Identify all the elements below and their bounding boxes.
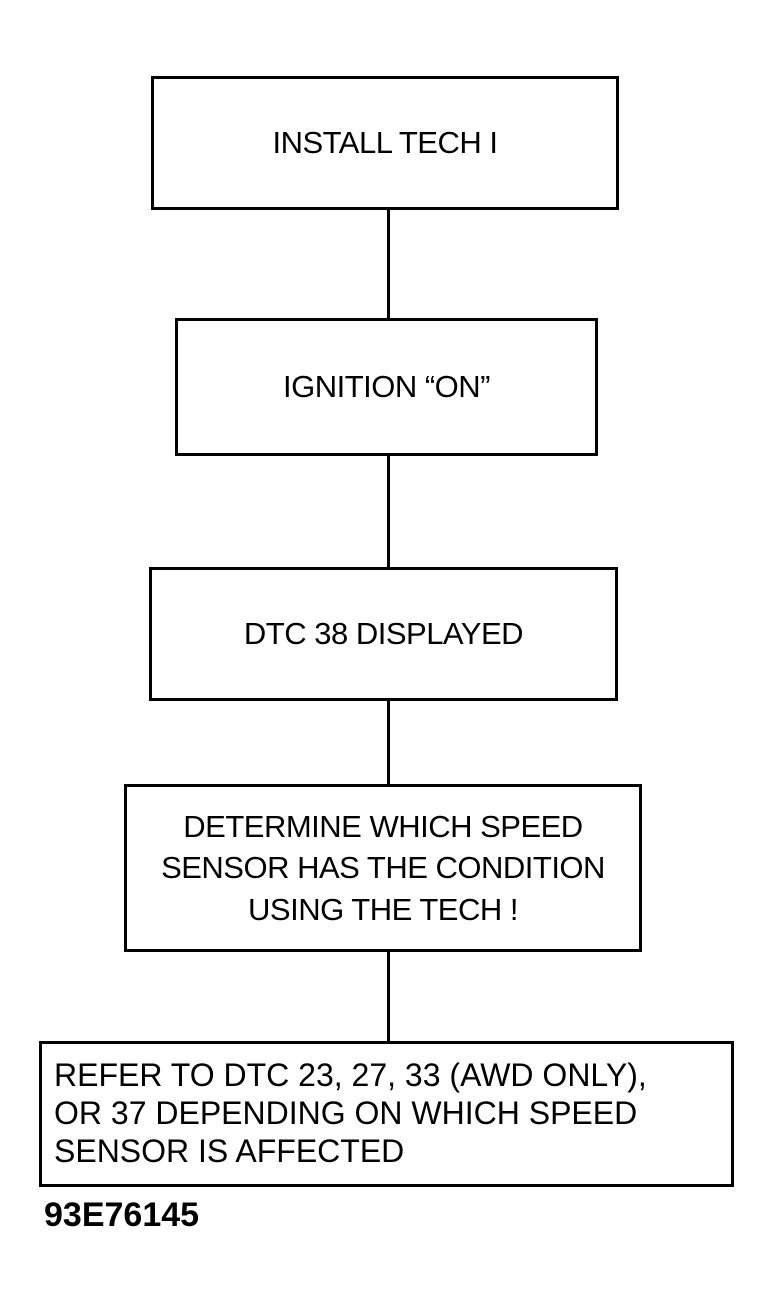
- step-install-tech: INSTALL TECH I: [151, 76, 619, 210]
- connector-line-1: [387, 210, 390, 319]
- step-dtc-displayed-label: DTC 38 DISPLAYED: [243, 616, 524, 651]
- step-determine-line-1: DETERMINE WHICH SPEED: [183, 809, 583, 845]
- step-install-tech-label: INSTALL TECH I: [272, 125, 499, 160]
- step-dtc-displayed: DTC 38 DISPLAYED: [149, 567, 618, 701]
- connector-line-4: [387, 952, 390, 1042]
- step-refer-line-3: SENSOR IS AFFECTED: [54, 1132, 405, 1169]
- step-determine-line-2: SENSOR HAS THE CONDITION: [161, 850, 605, 886]
- step-refer-line-1: REFER TO DTC 23, 27, 33 (AWD ONLY),: [54, 1057, 647, 1094]
- step-refer-dtc: REFER TO DTC 23, 27, 33 (AWD ONLY), OR 3…: [39, 1041, 734, 1187]
- step-determine-sensor: DETERMINE WHICH SPEED SENSOR HAS THE CON…: [124, 784, 642, 952]
- connector-line-2: [387, 456, 390, 568]
- connector-line-3: [387, 701, 390, 785]
- step-ignition-on: IGNITION “ON”: [175, 318, 598, 456]
- step-refer-line-2: OR 37 DEPENDING ON WHICH SPEED: [54, 1095, 638, 1132]
- step-determine-line-3: USING THE TECH !: [248, 891, 518, 927]
- figure-id: 93E76145: [44, 1196, 200, 1234]
- step-ignition-on-label: IGNITION “ON”: [282, 369, 491, 404]
